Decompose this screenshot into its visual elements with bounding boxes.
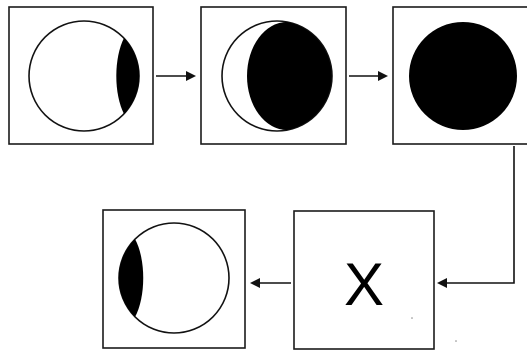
arrow-3-to-4 (437, 146, 514, 288)
scan-speck (411, 317, 413, 319)
arrow-1-to-2 (156, 71, 196, 81)
panel-1-moon (29, 21, 139, 131)
arrowhead (378, 71, 388, 81)
arrow-4-to-5 (250, 278, 291, 288)
arrowhead (250, 278, 260, 288)
panel-1 (9, 7, 153, 144)
arrow-2-to-3 (349, 71, 388, 81)
panel-5 (103, 210, 245, 348)
panel-3 (393, 7, 527, 144)
panel-2-moon (222, 21, 332, 131)
arrowhead (186, 71, 196, 81)
panel-5-moon (119, 223, 229, 333)
moon-dark-full (409, 22, 517, 130)
scan-speck (455, 340, 457, 342)
unknown-phase-label: X (344, 251, 384, 318)
arrowhead (437, 278, 447, 288)
panel-4: X (294, 211, 434, 349)
panel-2 (201, 7, 346, 144)
